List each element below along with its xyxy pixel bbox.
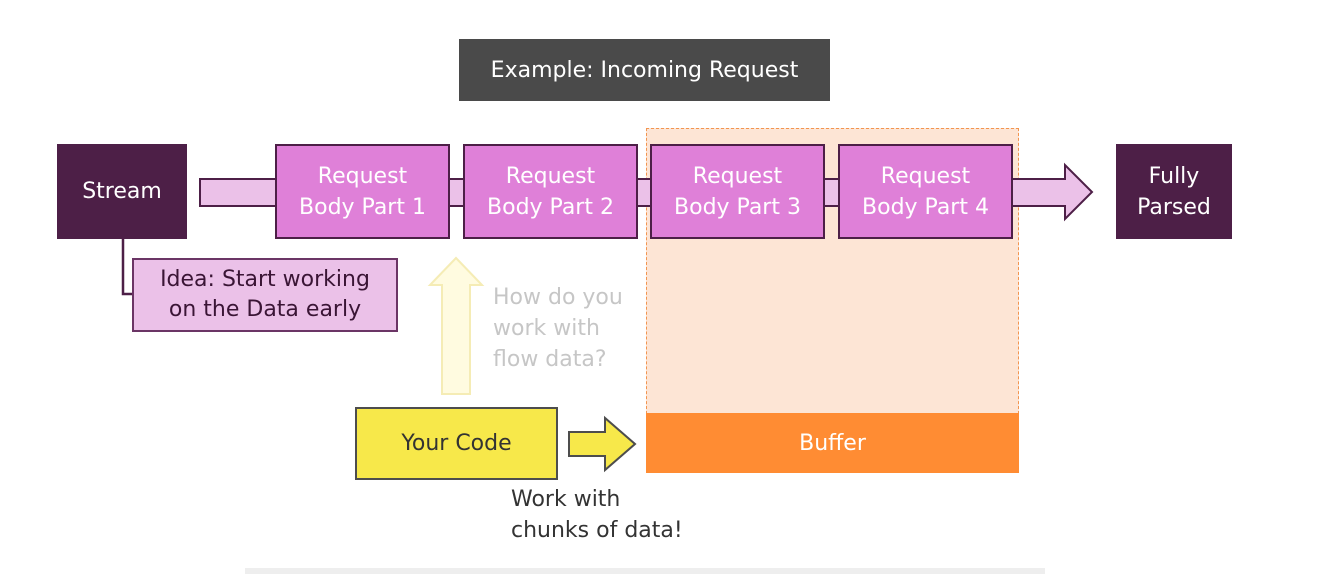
up-arrow bbox=[427, 256, 485, 395]
question-text: How do you work with flow data? bbox=[493, 282, 623, 375]
idea-line2: on the Data early bbox=[168, 297, 362, 322]
code-to-buffer-arrow bbox=[568, 415, 637, 473]
parsed-line1: Fully bbox=[1148, 163, 1200, 189]
idea-note: Idea: Start working on the Data early bbox=[132, 258, 398, 332]
part-line1: Request bbox=[317, 163, 408, 189]
question-line1: How do you bbox=[493, 285, 623, 310]
fully-parsed-box: Fully Parsed bbox=[1116, 144, 1232, 239]
request-part-1: Request Body Part 1 bbox=[275, 144, 450, 239]
part-line2: Body Part 4 bbox=[862, 194, 989, 220]
diagram-title: Example: Incoming Request bbox=[459, 39, 830, 101]
part-line2: Body Part 3 bbox=[674, 194, 801, 220]
bottom-divider bbox=[245, 568, 1045, 574]
part-line1: Request bbox=[505, 163, 596, 189]
chunks-line2: chunks of data! bbox=[511, 518, 683, 543]
question-line3: flow data? bbox=[493, 347, 607, 372]
stream-box: Stream bbox=[57, 144, 187, 239]
idea-line1: Idea: Start working bbox=[160, 267, 370, 292]
request-part-2: Request Body Part 2 bbox=[463, 144, 638, 239]
part-line1: Request bbox=[692, 163, 783, 189]
chunks-line1: Work with bbox=[511, 487, 621, 512]
buffer-box: Buffer bbox=[646, 413, 1019, 473]
parsed-line2: Parsed bbox=[1137, 194, 1211, 220]
request-part-3: Request Body Part 3 bbox=[650, 144, 825, 239]
chunks-text: Work with chunks of data! bbox=[511, 484, 683, 546]
part-line1: Request bbox=[880, 163, 971, 189]
question-line2: work with bbox=[493, 316, 600, 341]
request-part-4: Request Body Part 4 bbox=[838, 144, 1013, 239]
your-code-box: Your Code bbox=[355, 407, 558, 480]
part-line2: Body Part 1 bbox=[299, 194, 426, 220]
part-line2: Body Part 2 bbox=[487, 194, 614, 220]
idea-connector bbox=[121, 239, 132, 296]
